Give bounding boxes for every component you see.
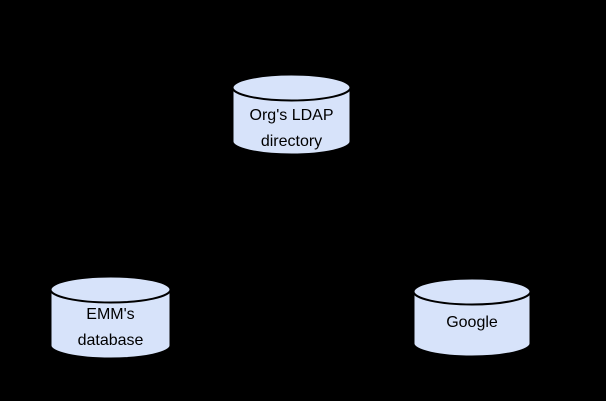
node-ldap-directory: Org's LDAP directory <box>231 73 352 156</box>
node-label: EMM's database <box>49 302 172 354</box>
database-cylinder-icon <box>412 277 532 358</box>
database-cylinder-icon <box>49 275 172 360</box>
cylinder-body <box>49 275 172 360</box>
node-label-line: EMM's <box>86 306 135 323</box>
database-cylinder-icon <box>231 73 352 156</box>
node-label-line: database <box>77 332 144 349</box>
node-label-line: Org's LDAP <box>249 107 334 124</box>
node-google: Google <box>412 277 532 358</box>
cylinder-body <box>412 277 532 358</box>
node-emm-database: EMM's database <box>49 275 172 360</box>
node-label-line: Google <box>446 314 498 331</box>
cylinder-body <box>231 73 352 156</box>
node-label: Google <box>412 310 532 336</box>
node-label: Org's LDAP directory <box>231 103 352 155</box>
cylinder-top-rim <box>412 291 532 306</box>
node-label-line: directory <box>260 133 323 150</box>
cylinder-top-rim <box>231 87 352 102</box>
cylinder-top-rim <box>49 289 172 304</box>
